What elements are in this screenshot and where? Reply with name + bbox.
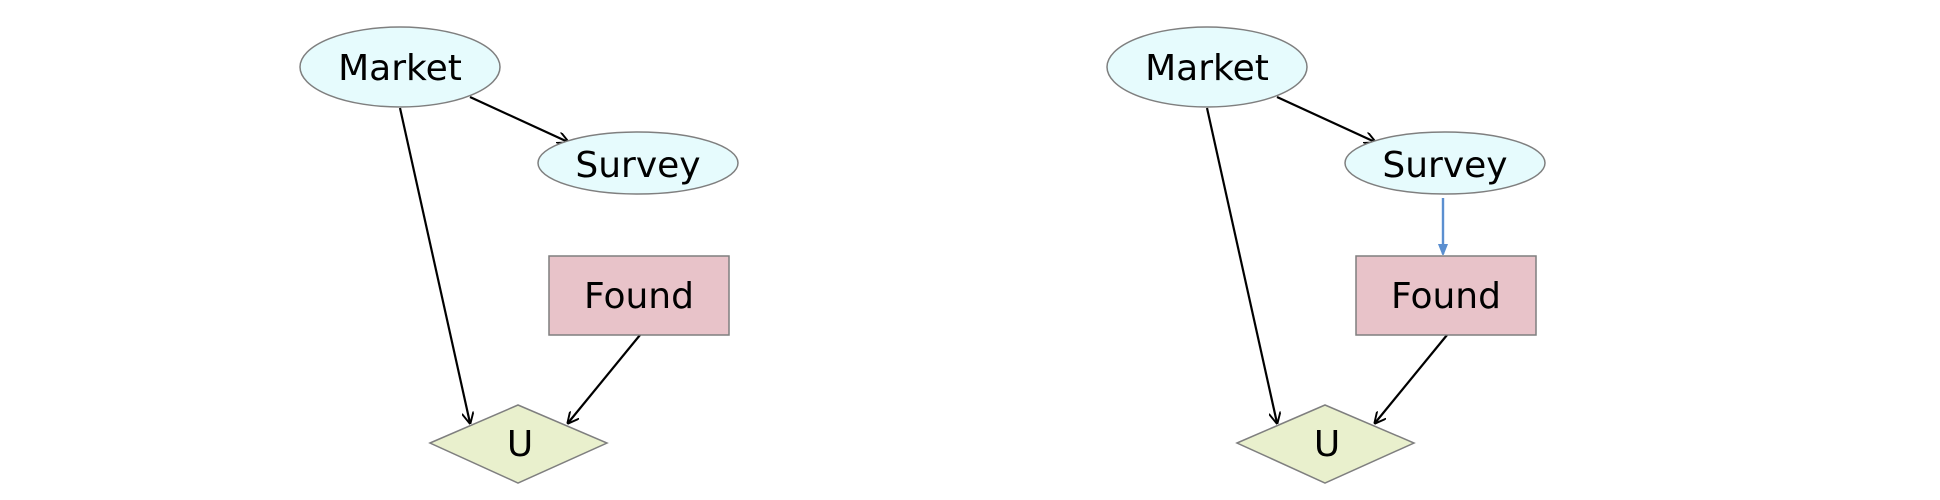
edge-market-to-utility: [1205, 107, 1277, 423]
found-node: Found: [1355, 255, 1537, 336]
edge-market-to-survey: [1276, 96, 1375, 142]
survey-node: Survey: [537, 131, 739, 195]
market-label: Market: [338, 48, 462, 89]
edge-found-to-utility: [568, 334, 641, 423]
market-label: Market: [1145, 48, 1269, 89]
edge-market-to-survey: [469, 96, 568, 142]
market-node: Market: [1106, 26, 1308, 108]
found-node: Found: [548, 255, 730, 336]
utility-node: U: [1235, 404, 1416, 484]
found-label: Found: [1391, 276, 1501, 317]
edge-market-to-utility: [398, 107, 470, 423]
found-label: Found: [584, 276, 694, 317]
utility-label: U: [1314, 424, 1340, 465]
market-node: Market: [299, 26, 501, 108]
edge-found-to-utility: [1375, 334, 1448, 423]
survey-label: Survey: [575, 145, 700, 186]
survey-label: Survey: [1382, 145, 1507, 186]
survey-node: Survey: [1344, 131, 1546, 195]
diagram-after: Market Survey Found U: [1106, 26, 1546, 484]
diagram-before: Market Survey Found U: [299, 26, 739, 484]
utility-node: U: [428, 404, 609, 484]
utility-label: U: [507, 424, 533, 465]
